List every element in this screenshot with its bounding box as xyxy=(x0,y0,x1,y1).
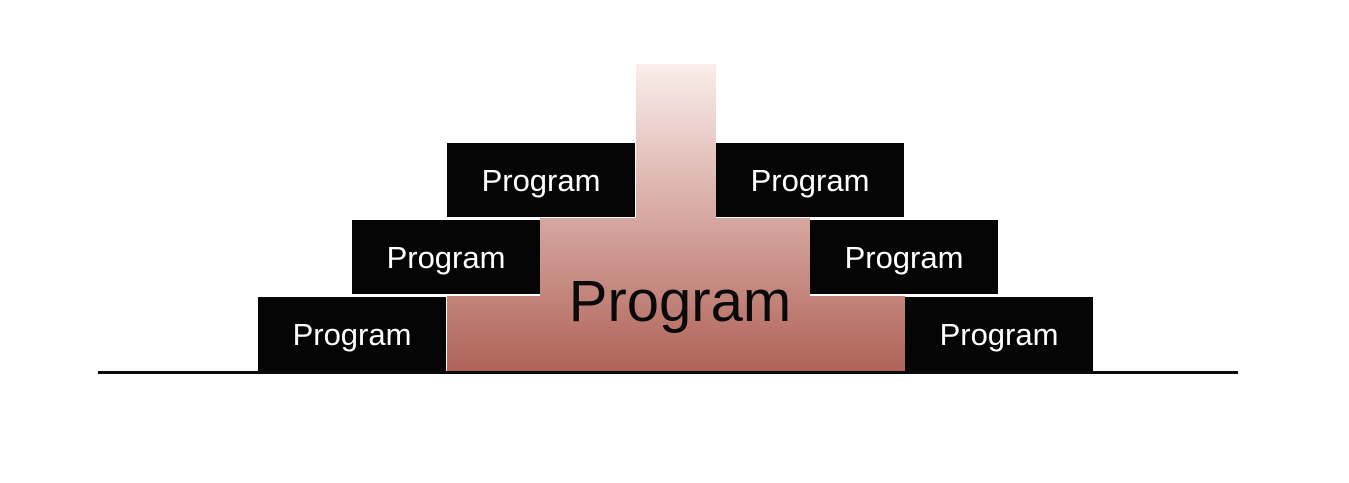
program-block-label: Program xyxy=(750,162,870,198)
program-block-right-bottom: Program xyxy=(905,297,1093,371)
program-block-label: Program xyxy=(844,239,964,275)
program-block-right-middle: Program xyxy=(810,220,998,294)
central-program-label: Program xyxy=(568,269,792,334)
program-block-right-top: Program xyxy=(716,143,904,217)
program-block-left-bottom: Program xyxy=(258,297,446,371)
program-block-left-middle: Program xyxy=(352,220,540,294)
central-stepped-body xyxy=(447,64,905,372)
program-block-left-top: Program xyxy=(447,143,635,217)
program-block-label: Program xyxy=(939,316,1059,352)
program-block-label: Program xyxy=(386,239,506,275)
ground-line xyxy=(98,371,1238,374)
program-block-label: Program xyxy=(481,162,601,198)
program-block-label: Program xyxy=(292,316,412,352)
